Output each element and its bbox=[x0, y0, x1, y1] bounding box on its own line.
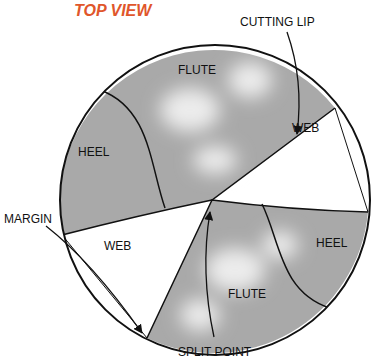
leader-label: CUTTING LIP bbox=[240, 16, 315, 28]
part-label: FLUTE bbox=[228, 288, 266, 300]
view-title: TOP VIEW bbox=[74, 3, 151, 19]
part-label: WEB bbox=[104, 240, 131, 252]
leader-label: SPLIT POINT bbox=[178, 346, 251, 358]
part-label: FLUTE bbox=[178, 64, 216, 76]
leader-label: MARGIN bbox=[4, 213, 52, 225]
part-label: HEEL bbox=[78, 146, 109, 158]
part-label: HEEL bbox=[316, 237, 347, 249]
part-label: WEB bbox=[292, 122, 319, 134]
